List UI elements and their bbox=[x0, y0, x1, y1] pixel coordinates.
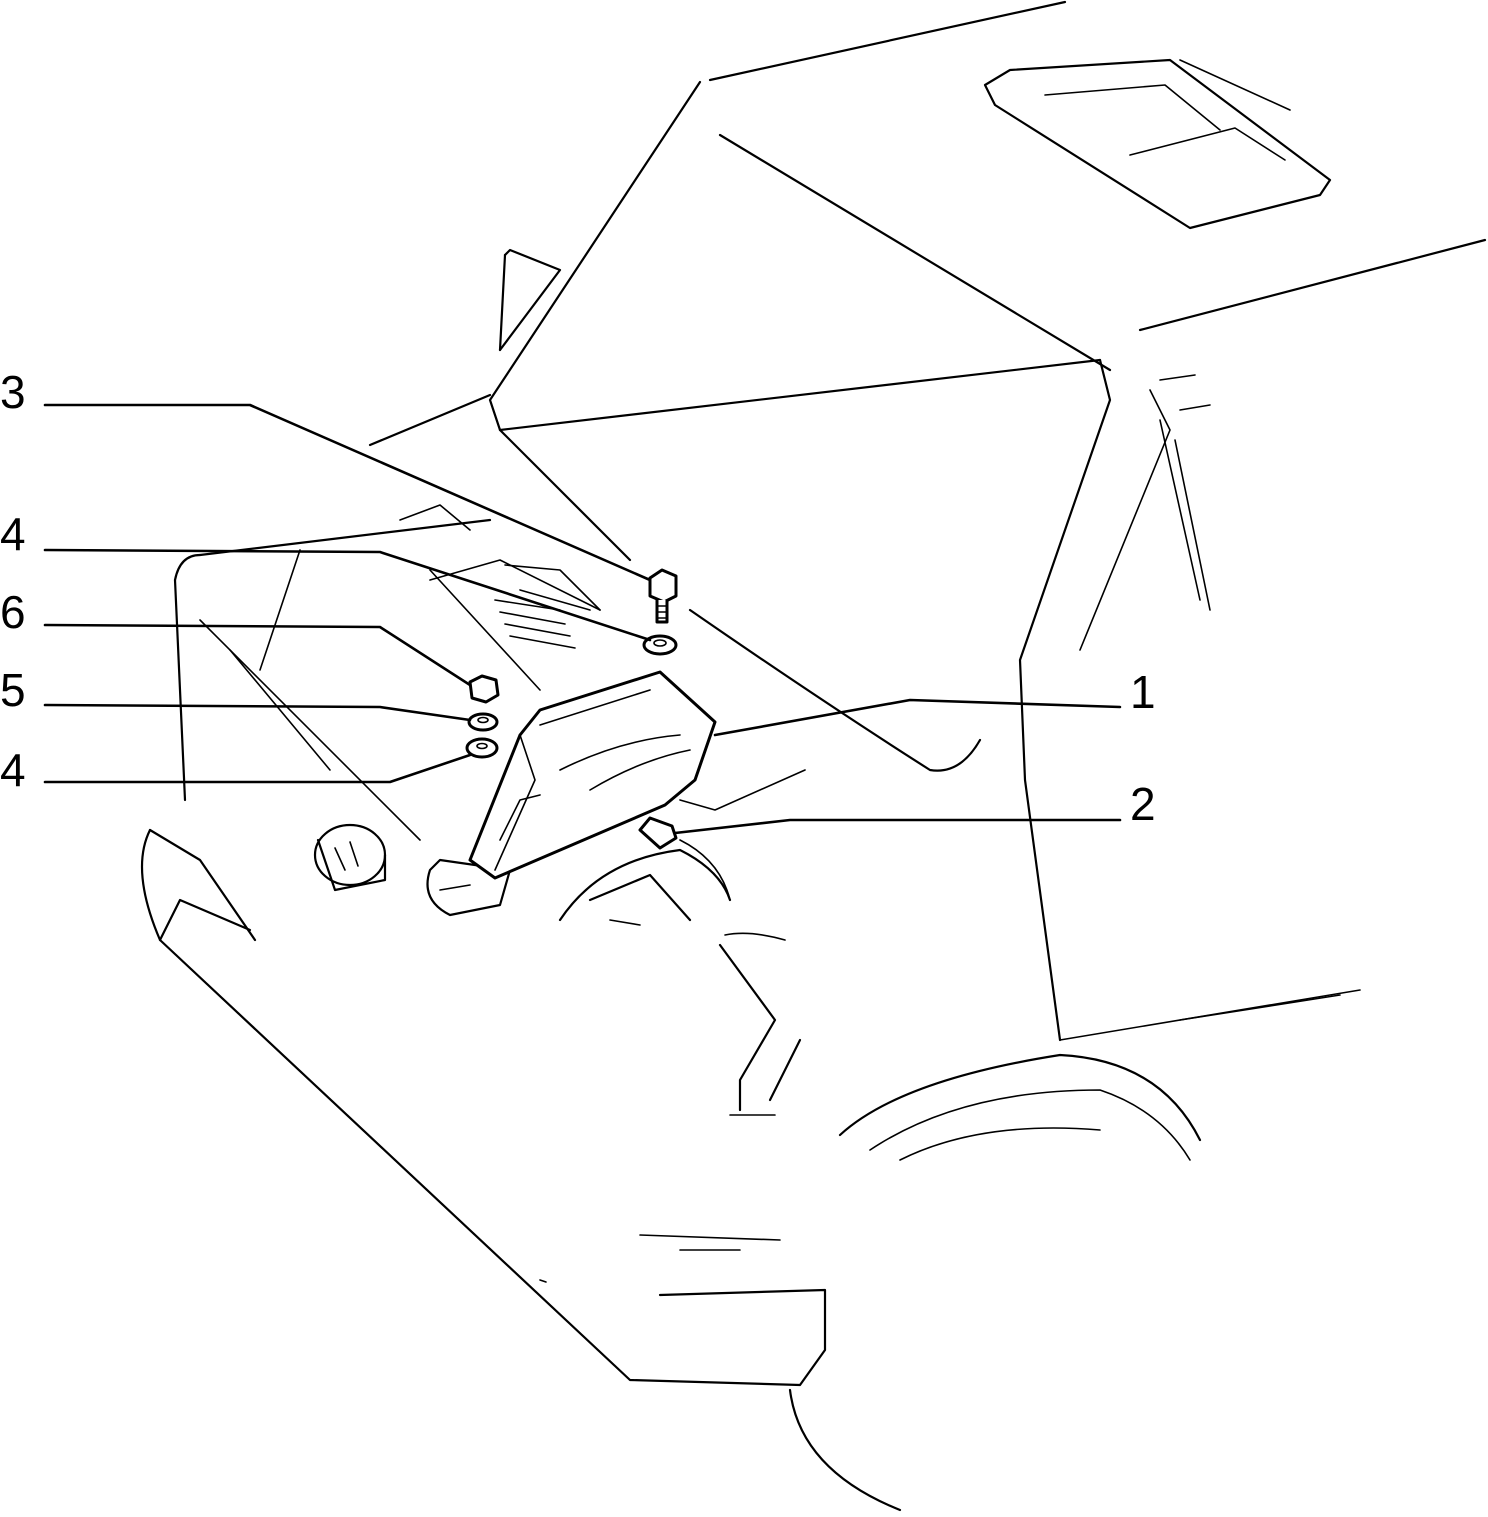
callout-4-lower: 4 bbox=[0, 744, 26, 796]
leader-3 bbox=[43, 403, 652, 582]
part-6-nut bbox=[468, 674, 500, 704]
part-3-bolt bbox=[648, 568, 678, 624]
part-2-connector-clip bbox=[638, 816, 678, 850]
part-5-spring-washer bbox=[467, 712, 499, 732]
callout-2: 2 bbox=[1130, 778, 1156, 830]
leader-4-lower bbox=[43, 753, 472, 784]
leader-1 bbox=[713, 698, 1122, 737]
leader-6 bbox=[43, 623, 472, 687]
part-4-washer-lower bbox=[465, 737, 499, 759]
callout-labels: 3 4 6 5 4 1 2 bbox=[0, 366, 1156, 830]
callout-4-upper: 4 bbox=[0, 508, 26, 560]
callout-6: 6 bbox=[0, 586, 26, 638]
leader-5 bbox=[43, 703, 472, 722]
vehicle-body bbox=[140, 0, 1487, 1512]
callout-3: 3 bbox=[0, 366, 26, 418]
leader-2 bbox=[673, 818, 1122, 835]
callout-5: 5 bbox=[0, 664, 26, 716]
leader-lines bbox=[43, 403, 1122, 835]
part-1-control-unit bbox=[468, 670, 717, 880]
part-4-washer-upper bbox=[642, 634, 678, 656]
leader-4-upper bbox=[43, 548, 652, 642]
callout-1: 1 bbox=[1130, 666, 1156, 718]
